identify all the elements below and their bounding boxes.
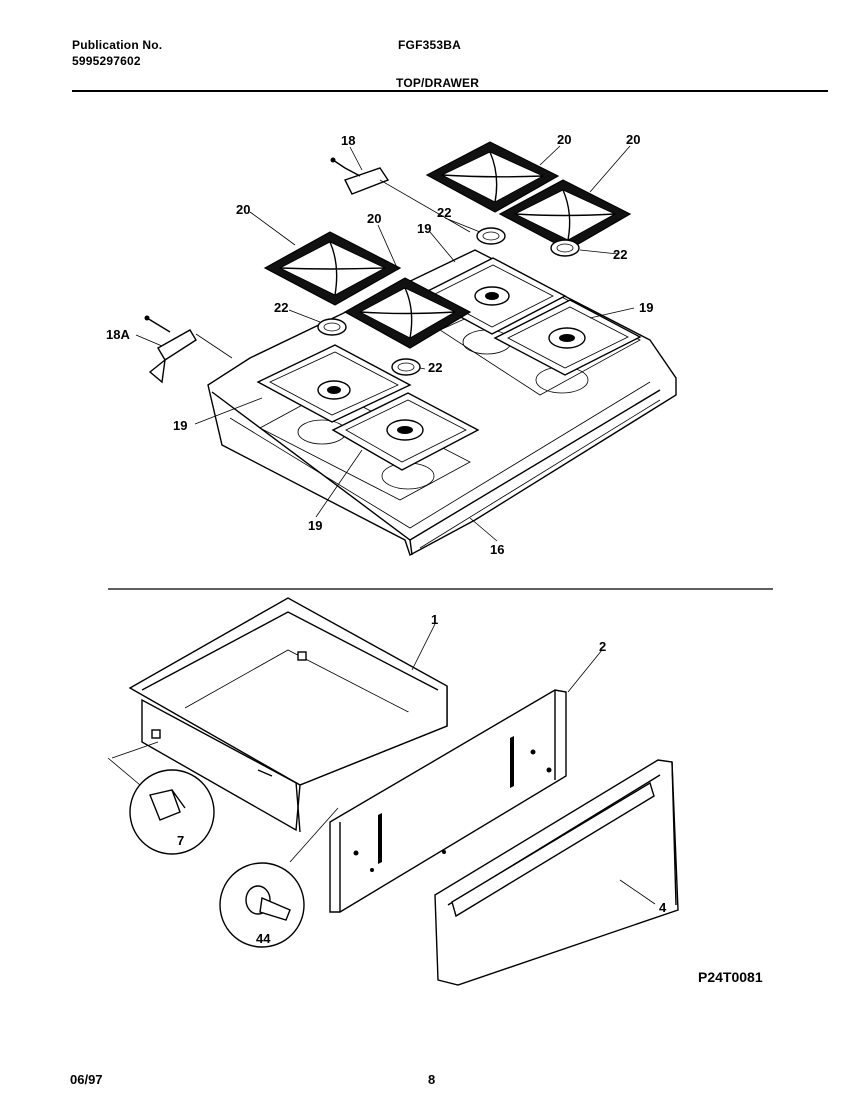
- grate-right-rear: [425, 141, 560, 213]
- grate-left-rear: [263, 231, 402, 306]
- section-title: TOP/DRAWER: [396, 76, 480, 90]
- publication-number: 5995297602: [72, 54, 141, 68]
- callout-19: 19: [417, 221, 431, 236]
- burner-plate-left-rear: [256, 344, 412, 423]
- figure-code: P24T0081: [698, 969, 763, 985]
- callout-44: 44: [256, 931, 271, 946]
- burner-plate-right-front: [493, 299, 642, 376]
- page-number: 8: [428, 1072, 436, 1087]
- detail-circle-7: [107, 741, 215, 855]
- hinge-bracket-18: [330, 157, 390, 195]
- callout-18a: 18A: [106, 327, 130, 342]
- callout-1: 1: [431, 612, 438, 627]
- model-number: FGF353BA: [398, 38, 461, 52]
- drawer-body: [128, 597, 448, 833]
- leader-lines-upper: [135, 145, 635, 542]
- hinge-bracket-18a: [144, 315, 197, 384]
- callout-22: 22: [274, 300, 288, 315]
- callout-20: 20: [626, 132, 640, 147]
- callout-22: 22: [613, 247, 627, 262]
- callout-4: 4: [659, 900, 667, 915]
- burner-cap-rings: [317, 227, 580, 376]
- callout-19: 19: [308, 518, 322, 533]
- callout-20: 20: [367, 211, 381, 226]
- callout-19: 19: [173, 418, 187, 433]
- callout-2: 2: [599, 639, 606, 654]
- publication-label: Publication No.: [72, 38, 163, 52]
- callout-20: 20: [557, 132, 571, 147]
- detail-circle-44: [219, 807, 339, 948]
- callout-22: 22: [428, 360, 442, 375]
- burner-plate-right-rear: [418, 257, 567, 335]
- callout-7: 7: [177, 833, 184, 848]
- leader-lines-lower: [411, 623, 656, 905]
- callout-19: 19: [639, 300, 653, 315]
- grate-left-front: [343, 277, 472, 349]
- burner-plate-left-front: [331, 392, 480, 471]
- drawer-front-panel: [329, 689, 567, 913]
- footer-date: 06/97: [70, 1072, 103, 1087]
- callout-16: 16: [490, 542, 504, 557]
- callout-22: 22: [437, 205, 451, 220]
- grate-right-front: [498, 179, 632, 251]
- callout-20: 20: [236, 202, 250, 217]
- drawer-handle-panel: [434, 759, 679, 986]
- callout-18: 18: [341, 133, 355, 148]
- header-rule: [72, 90, 828, 92]
